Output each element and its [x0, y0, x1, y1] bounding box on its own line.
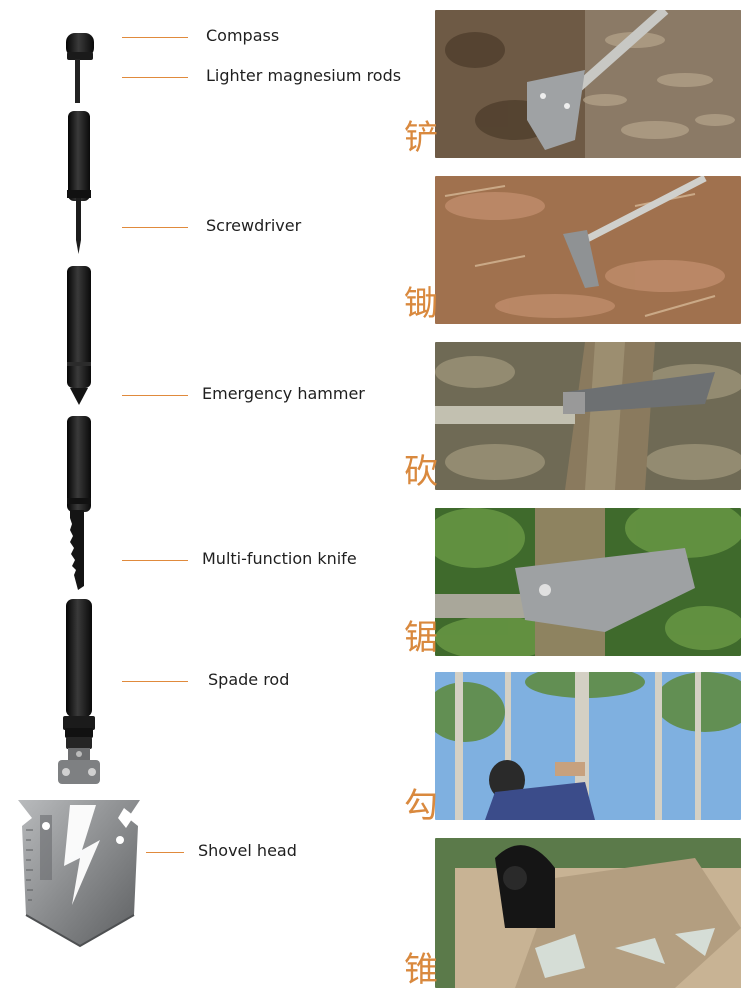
- multi-function-knife-part: [67, 416, 91, 590]
- breaking-glass-photo: [435, 838, 741, 988]
- callout-label: Compass: [206, 26, 280, 45]
- callout-line: [146, 852, 184, 853]
- function-char-chop: 砍: [404, 452, 438, 492]
- chopping-tree-photo: [435, 342, 741, 490]
- callout-label: Screwdriver: [206, 216, 302, 235]
- spade-rod-part: [58, 599, 100, 784]
- emergency-hammer-part: [67, 266, 91, 405]
- callout-label: Multi-function knife: [202, 549, 357, 568]
- function-char-saw: 锯: [404, 618, 438, 658]
- sawing-tree-photo: [435, 508, 741, 656]
- callout-screwdriver: Screwdriver: [122, 216, 422, 240]
- function-char-dig: 铲: [404, 118, 438, 158]
- function-char-pierce: 锥: [404, 950, 438, 990]
- callout-line: [122, 77, 188, 78]
- callout-label: Emergency hammer: [202, 384, 365, 403]
- callout-line: [122, 681, 188, 682]
- compass-part: [66, 33, 94, 103]
- callout-line: [122, 37, 188, 38]
- exploded-tool-diagram: [0, 0, 160, 1002]
- callout-lighter-magnesium-rods: Lighter magnesium rods: [122, 66, 422, 90]
- callout-line: [122, 560, 188, 561]
- hoe-soil-photo: [435, 176, 741, 324]
- screwdriver-part: [67, 111, 91, 254]
- callout-spade-rod: Spade rod: [122, 670, 422, 694]
- hooking-branch-photo: [435, 672, 741, 820]
- callout-line: [122, 227, 188, 228]
- callout-label: Shovel head: [198, 841, 297, 860]
- callout-compass: Compass: [122, 26, 422, 50]
- shovel-head-part: [18, 800, 140, 948]
- callout-label: Lighter magnesium rods: [206, 66, 402, 85]
- callout-multi-function-knife: Multi-function knife: [122, 549, 422, 573]
- callout-shovel-head: Shovel head: [146, 841, 446, 865]
- function-char-hook: 勾: [404, 786, 438, 826]
- function-char-hoe: 锄: [404, 284, 438, 324]
- callout-line: [122, 395, 188, 396]
- callout-label: Spade rod: [208, 670, 290, 689]
- callout-emergency-hammer: Emergency hammer: [122, 384, 422, 408]
- shovel-digging-photo: [435, 10, 741, 158]
